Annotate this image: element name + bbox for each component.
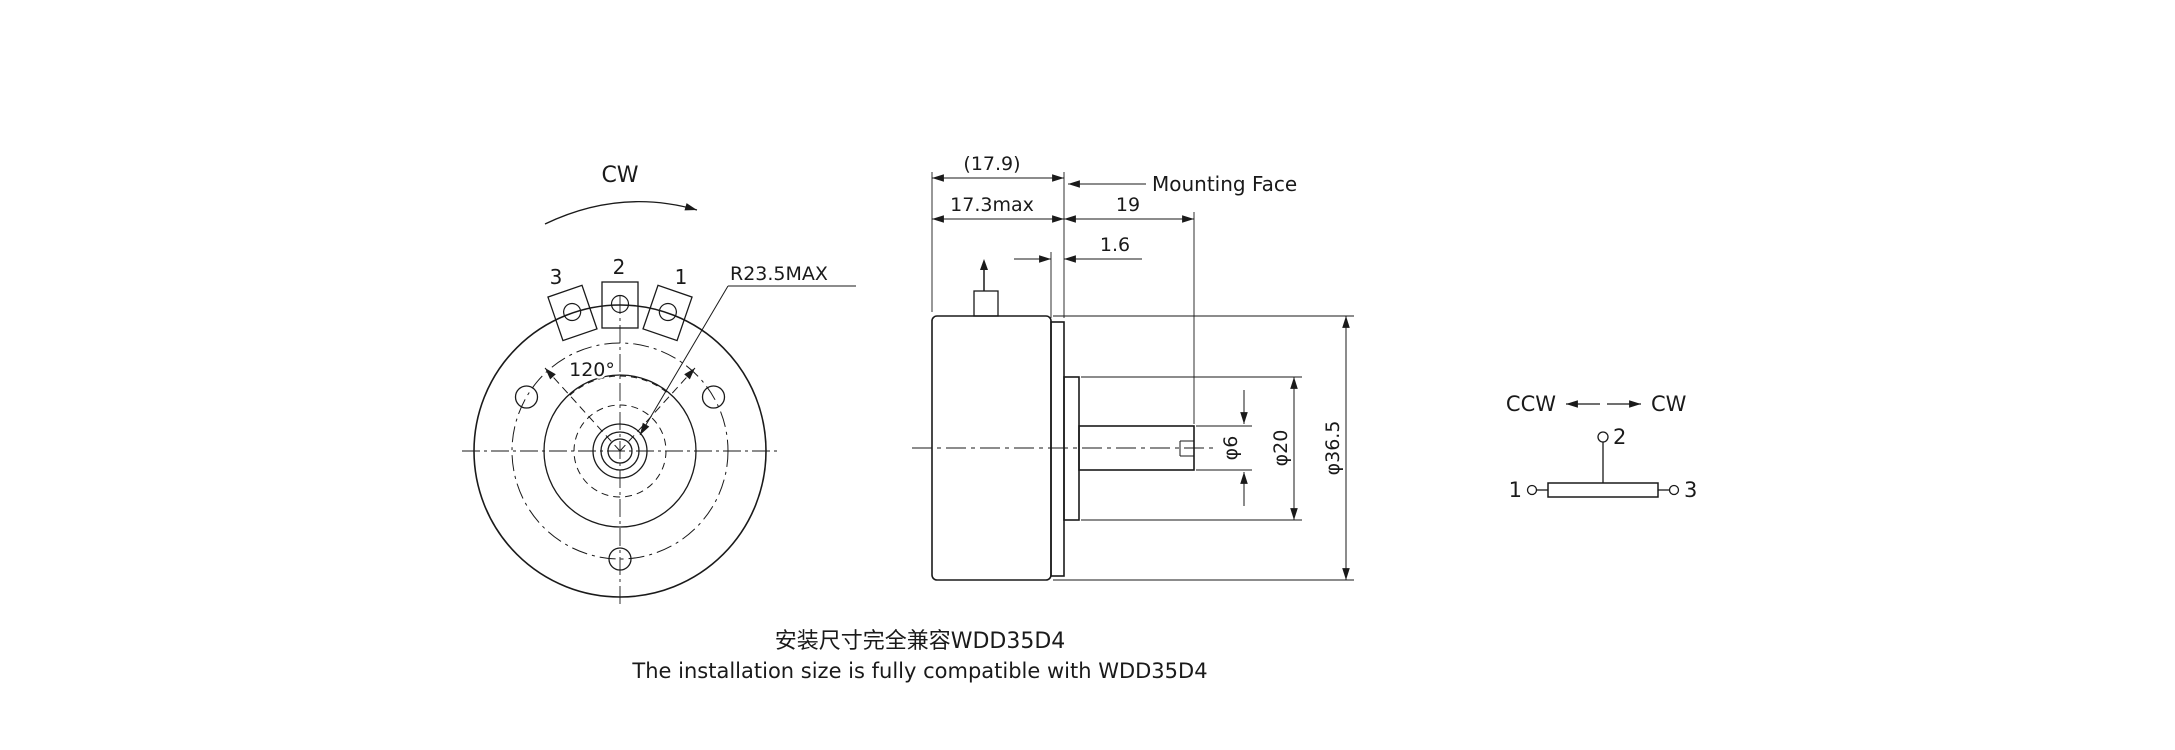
side-terminal-lug [973, 290, 999, 317]
bushing-circle [592, 423, 648, 479]
terminal-tab-2 [601, 281, 639, 329]
terminal-tab-hole [563, 302, 582, 322]
wiper-terminal-circle [1597, 431, 1609, 443]
hidden-detail-circle [573, 404, 667, 498]
terminal-tab-body [642, 284, 693, 342]
dim-label-17-9: (17.9) [963, 153, 1020, 175]
caption-line-en: The installation size is fully compatibl… [631, 659, 1207, 683]
front-view: 3 2 1 120° R23.5MAX CW [462, 163, 856, 606]
dim-label-1-6: 1.6 [1100, 234, 1130, 256]
schematic: CCW CW 2 1 3 [1506, 392, 1697, 502]
angle-ray-right [619, 367, 696, 452]
mounting-hole-bottom [608, 547, 632, 571]
body-circle [543, 374, 697, 528]
terminal-1-label: 1 [1509, 478, 1522, 502]
terminal-tab-hole [658, 302, 677, 322]
angle-arc [569, 375, 671, 396]
side-terminal-pin-tip [980, 259, 988, 270]
angle-ray-left [544, 367, 621, 452]
bolt-circle [511, 342, 729, 560]
mounting-face-label: Mounting Face [1152, 172, 1297, 196]
dim-label-17-3: 17.3max [950, 194, 1034, 216]
dim-label-d36-5: φ36.5 [1322, 421, 1344, 476]
caption-line-zh: 安装尺寸完全兼容WDD35D4 [775, 629, 1066, 654]
terminal-label-2: 2 [613, 255, 626, 279]
resistor-element [1547, 482, 1659, 498]
terminal-tab-body [547, 284, 598, 342]
terminal-tab-body [601, 281, 639, 329]
terminal-label-1: 1 [675, 265, 688, 289]
caption: 安装尺寸完全兼容WDD35D4 The installation size is… [631, 629, 1207, 683]
cw-rotation-label: CW [601, 163, 638, 188]
terminal-3-circle [1668, 484, 1680, 496]
terminal-tab-1 [642, 284, 693, 342]
terminal-tab-hole [610, 294, 630, 314]
dim-label-d6: φ6 [1220, 436, 1242, 461]
side-view: (17.9) 17.3max 19 1.6 Mounting Face φ6 φ… [912, 151, 1354, 581]
schematic-ccw-label: CCW [1506, 392, 1556, 416]
mounting-hole-right [701, 385, 726, 409]
wiper-terminal-label: 2 [1613, 425, 1626, 449]
flange-outer-circle [473, 304, 767, 598]
terminal-3-label: 3 [1684, 478, 1697, 502]
cw-rotation-arrow [544, 201, 698, 225]
angle-label: 120° [569, 359, 615, 381]
schematic-cw-label: CW [1651, 392, 1687, 416]
shaft-slot-circle [607, 438, 633, 464]
terminal-1-circle [1526, 484, 1538, 496]
shaft-circle [600, 431, 640, 471]
mounting-hole-left [514, 385, 539, 409]
dim-label-19: 19 [1116, 194, 1140, 216]
boss-outline [1063, 376, 1080, 521]
radius-max-label: R23.5MAX [730, 263, 828, 285]
dim-label-d20: φ20 [1270, 430, 1292, 467]
terminal-label-3: 3 [550, 265, 563, 289]
rear-plate-outline [1050, 321, 1065, 577]
radius-leader-line [639, 285, 729, 436]
terminal-tab-3 [547, 284, 598, 342]
